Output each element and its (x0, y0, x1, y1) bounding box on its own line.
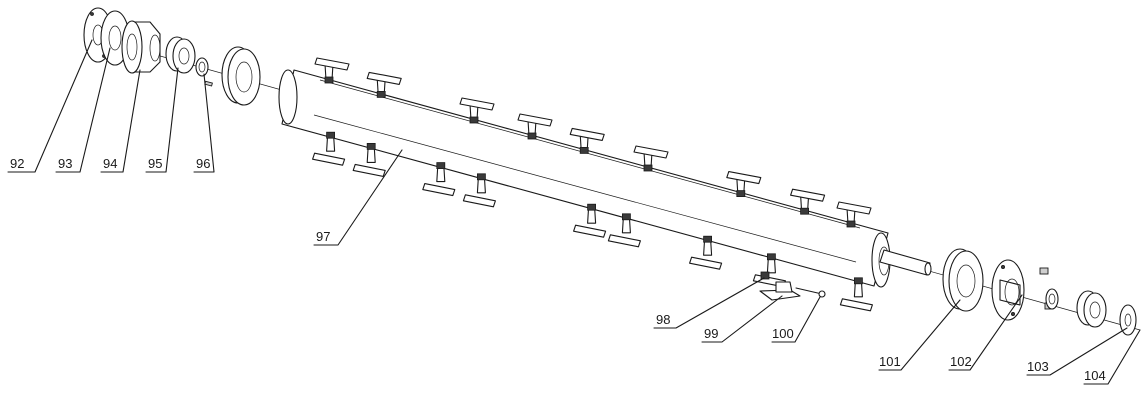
part-100-bolt (795, 287, 826, 298)
callout-101: 101 (879, 354, 901, 369)
part-97-roller-drum (278, 69, 891, 288)
callout-100: 100 (772, 326, 794, 341)
part-99-blade (759, 281, 801, 301)
part-101-ring (942, 248, 984, 312)
callout-102: 102 (950, 354, 972, 369)
paddle-top-5 (633, 145, 669, 172)
part-103-bearing (1076, 290, 1107, 328)
paddle-bottom-4 (573, 203, 607, 238)
callout-95: 95 (148, 156, 162, 171)
part-104-end-cap (1119, 304, 1137, 336)
part-98-nut (760, 271, 770, 280)
paddle-bottom-2 (422, 162, 456, 197)
part-96-pin (204, 80, 213, 87)
part-left-ring (221, 46, 261, 106)
part-95-bearing (165, 36, 196, 74)
paddle-top-7 (790, 188, 826, 215)
part-94-bearing-housing (121, 20, 161, 74)
paddle-row-bottom (312, 131, 873, 312)
part-102-flange-housing (991, 259, 1025, 321)
callout-104: 104 (1084, 368, 1106, 383)
callout-96: 96 (196, 156, 210, 171)
paddle-bottom-8 (839, 277, 873, 312)
paddle-bottom-5 (607, 213, 641, 248)
paddle-top-8 (836, 201, 872, 228)
callout-99: 99 (704, 326, 718, 341)
callout-103: 103 (1027, 359, 1049, 374)
callout-92: 92 (10, 156, 24, 171)
part-102-bolts (1039, 267, 1059, 310)
paddle-row-top (314, 57, 872, 228)
paddle-bottom-0 (312, 131, 346, 166)
paddle-top-4 (569, 127, 605, 154)
leader-lines (7, 39, 1141, 385)
callout-93: 93 (58, 156, 72, 171)
paddle-top-0 (314, 57, 350, 84)
paddle-top-1 (366, 71, 402, 98)
paddle-bottom-6 (689, 235, 723, 270)
paddle-top-2 (459, 97, 495, 124)
paddle-bottom-3 (462, 173, 496, 208)
part-96-seal (195, 57, 209, 77)
paddle-bottom-1 (352, 142, 386, 177)
part-97-shaft (879, 249, 932, 276)
callout-98: 98 (656, 312, 670, 327)
callout-94: 94 (103, 156, 117, 171)
callout-97: 97 (316, 229, 330, 244)
paddle-top-6 (726, 171, 762, 198)
paddle-top-3 (517, 113, 553, 140)
